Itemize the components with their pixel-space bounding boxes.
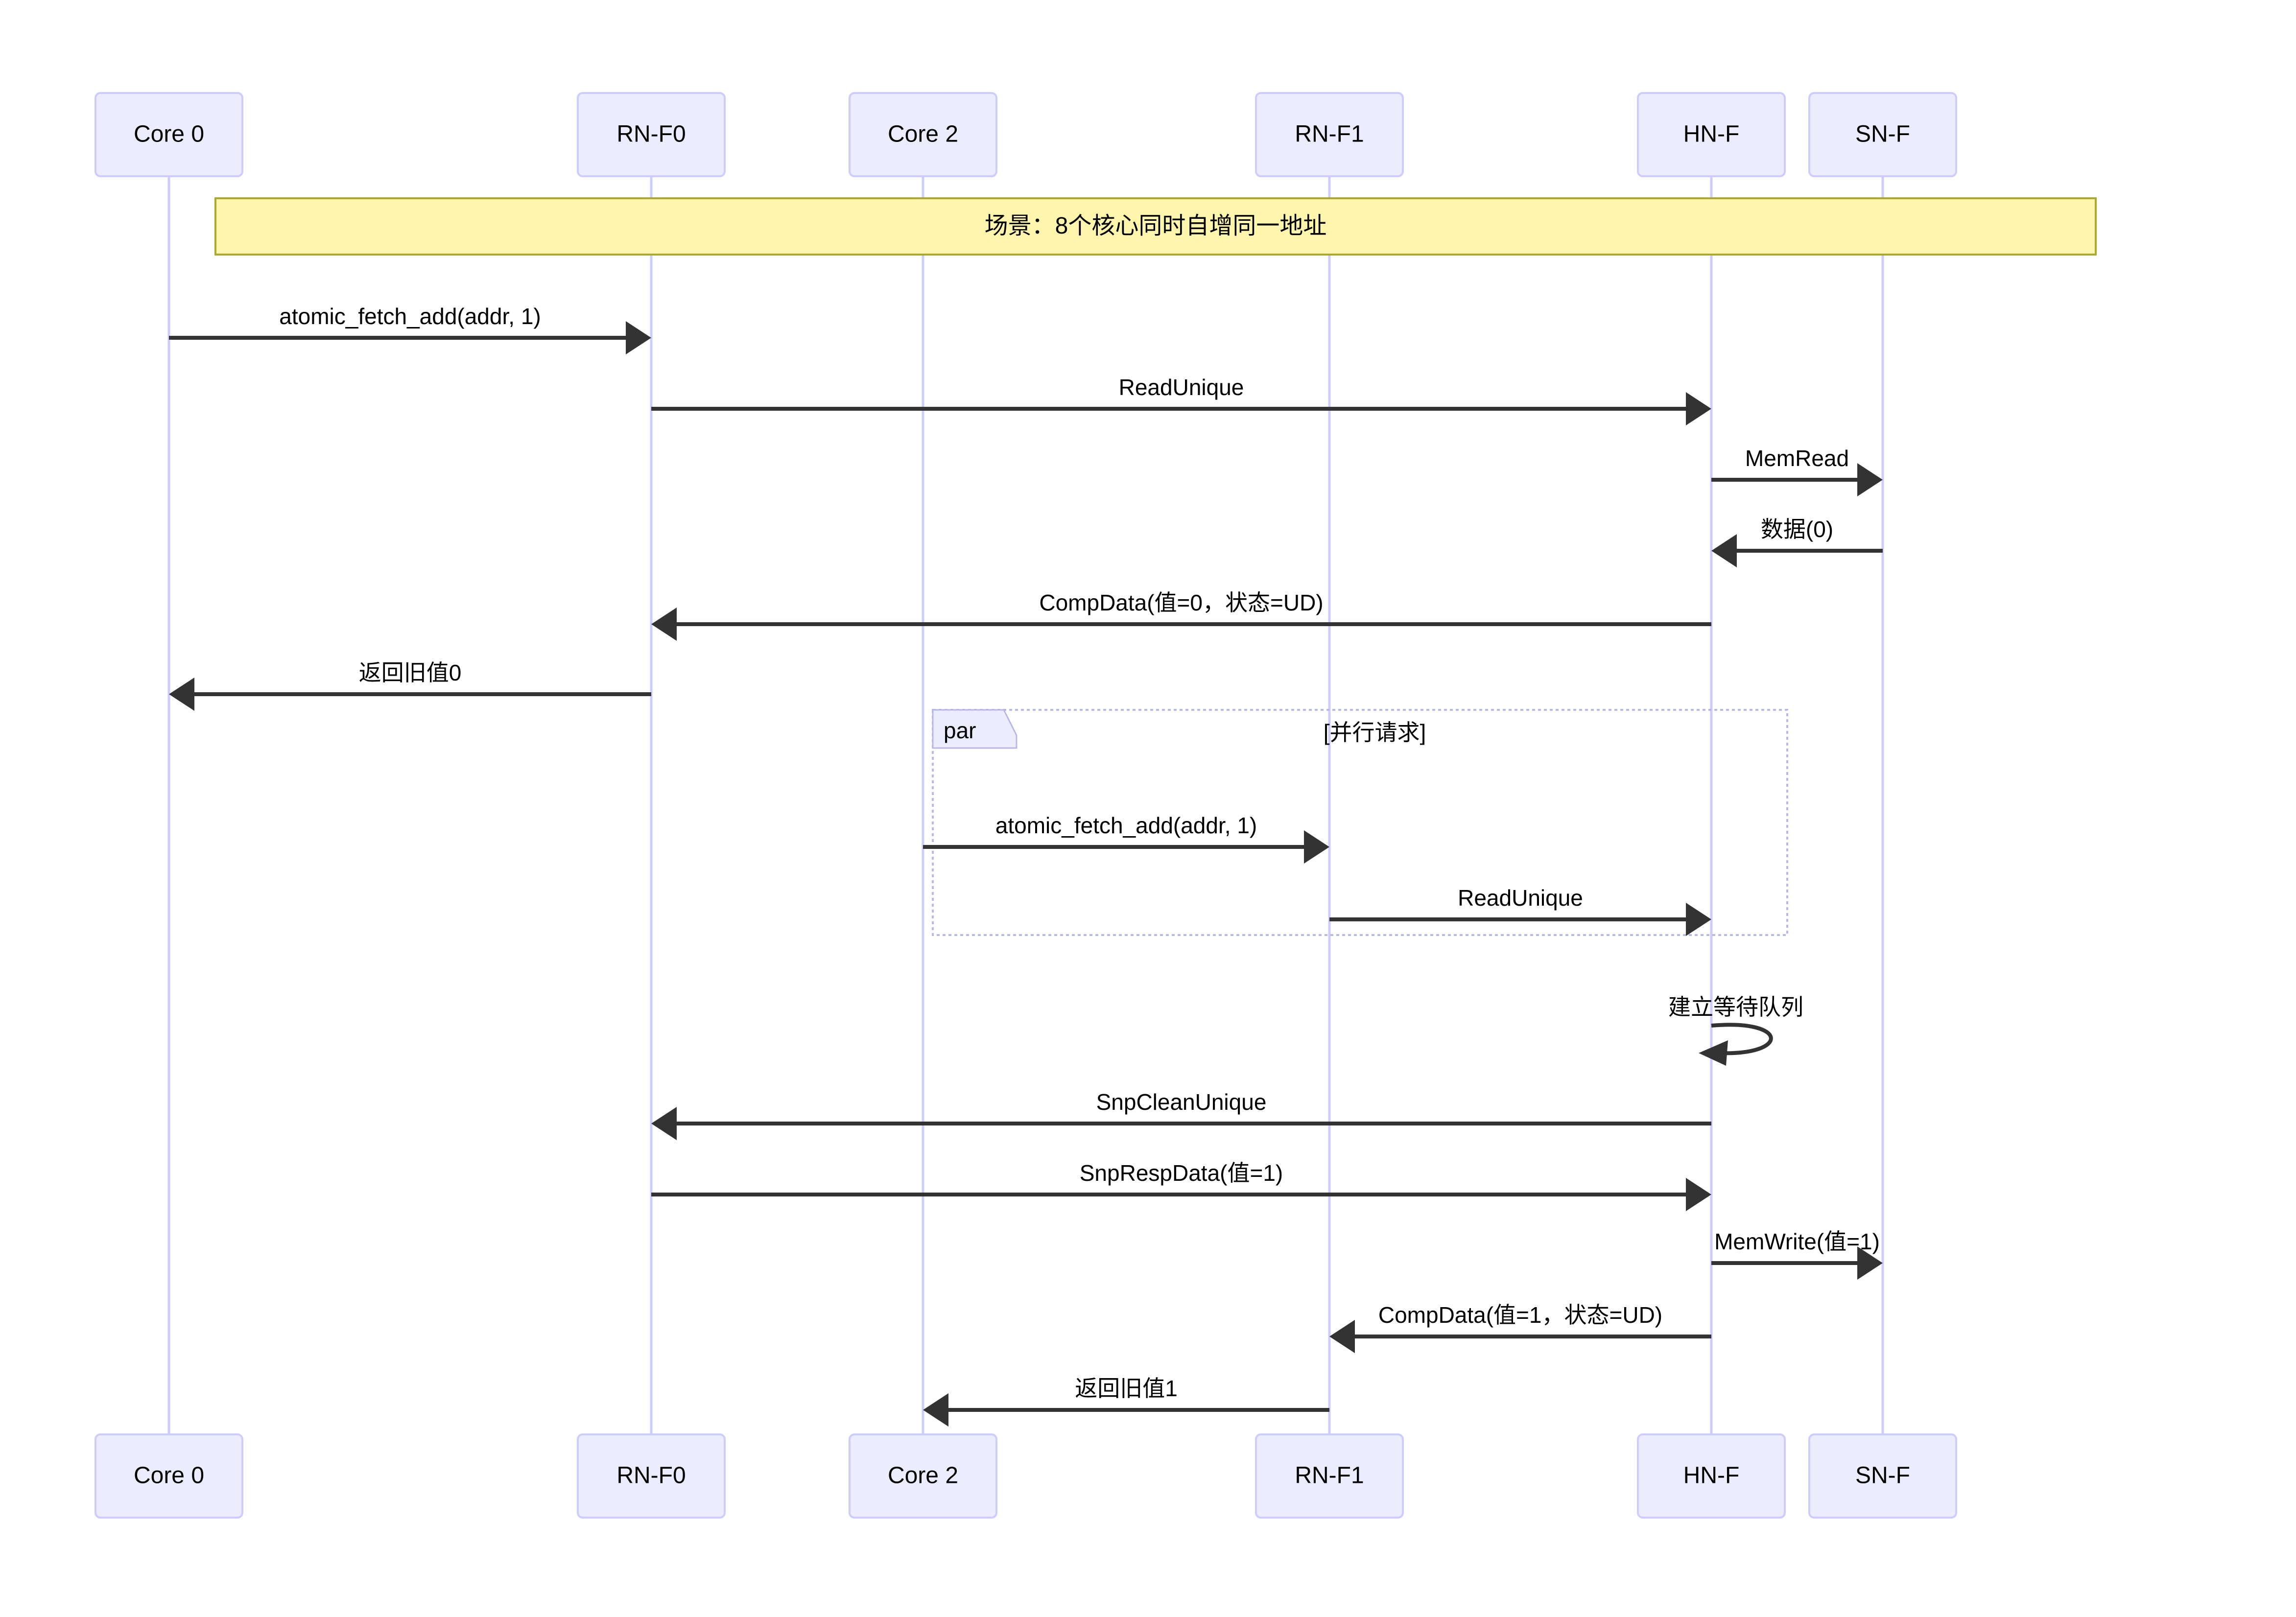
message-arrowhead — [626, 321, 651, 354]
message-label: ReadUnique — [1119, 375, 1244, 400]
message-3[interactable]: MemRead — [1711, 445, 1883, 496]
actor-label-core2-bottom: Core 2 — [888, 1463, 958, 1489]
scenario-note-box — [214, 197, 2097, 256]
par-fragment-group: par [并行请求] — [932, 709, 1788, 936]
actor-label-rnf1-top: RN-F1 — [1295, 121, 1364, 147]
message-4[interactable]: 数据(0) — [1711, 516, 1883, 567]
actor-box-snf-bottom[interactable] — [1808, 1433, 1957, 1519]
actor-label-core0-top: Core 0 — [134, 121, 204, 147]
message-8[interactable]: ReadUnique — [1329, 885, 1711, 936]
actor-box-core2-top[interactable] — [849, 92, 997, 177]
scenario-note-group: 场景：8个核心同时自增同一地址 — [214, 197, 2097, 256]
actor-box-rnf1-bottom[interactable] — [1255, 1433, 1404, 1519]
message-arrowhead — [1329, 1320, 1355, 1353]
message-label: 返回旧值1 — [1075, 1376, 1178, 1401]
message-11[interactable]: SnpRespData(值=1) — [651, 1160, 1711, 1211]
actor-box-core0-bottom[interactable] — [95, 1433, 243, 1519]
message-7[interactable]: atomic_fetch_add(addr, 1) — [923, 813, 1329, 864]
messages-group: atomic_fetch_add(addr, 1)ReadUniqueMemRe… — [169, 304, 1883, 1427]
message-arrowhead — [1857, 463, 1883, 496]
message-10[interactable]: SnpCleanUnique — [651, 1089, 1711, 1140]
actor-box-rnf0-top[interactable] — [577, 92, 726, 177]
actor-label-core0-bottom: Core 0 — [134, 1463, 204, 1489]
actor-box-core2-bottom[interactable] — [849, 1433, 997, 1519]
scenario-note-text: 场景：8个核心同时自增同一地址 — [985, 213, 1327, 239]
message-6[interactable]: 返回旧值0 — [169, 660, 651, 711]
message-2[interactable]: ReadUnique — [651, 375, 1711, 425]
message-arrowhead — [1304, 830, 1329, 864]
lifeline-group — [167, 176, 1884, 1434]
message-self-loop-line — [1711, 1023, 1773, 1055]
message-label: CompData(值=0，状态=UD) — [1039, 590, 1323, 615]
message-5[interactable]: CompData(值=0，状态=UD) — [651, 590, 1711, 641]
par-fragment-box — [932, 709, 1788, 936]
actors-top-group: Core 0 RN-F0 Core 2 RN-F1 HN-F SN-F — [95, 92, 1957, 177]
message-label: 数据(0) — [1761, 516, 1833, 542]
message-arrowhead — [1686, 392, 1711, 425]
actor-box-hnf-top[interactable] — [1637, 92, 1786, 177]
message-arrowhead — [651, 608, 677, 641]
par-fragment-condition: [并行请求] — [1324, 720, 1426, 745]
par-fragment-tab — [932, 709, 1018, 749]
actor-box-rnf0-bottom[interactable] — [577, 1433, 726, 1519]
message-12[interactable]: MemWrite(值=1) — [1711, 1229, 1883, 1280]
message-arrowhead — [169, 678, 194, 711]
actors-bottom-group: Core 0 RN-F0 Core 2 RN-F1 HN-F SN-F — [95, 1433, 1957, 1519]
message-1[interactable]: atomic_fetch_add(addr, 1) — [169, 304, 651, 354]
actor-box-rnf1-top[interactable] — [1255, 92, 1404, 177]
message-label: MemRead — [1745, 445, 1849, 471]
message-arrowhead — [1699, 1040, 1728, 1066]
message-arrowhead — [1686, 1178, 1711, 1211]
message-label: atomic_fetch_add(addr, 1) — [995, 813, 1257, 838]
actor-label-snf-bottom: SN-F — [1855, 1463, 1910, 1489]
message-14[interactable]: 返回旧值1 — [923, 1376, 1329, 1427]
message-arrowhead — [1686, 903, 1711, 936]
message-label: ReadUnique — [1458, 885, 1583, 911]
actor-box-hnf-bottom[interactable] — [1637, 1433, 1786, 1519]
actor-label-rnf0-top: RN-F0 — [616, 121, 686, 147]
message-arrowhead — [1857, 1246, 1883, 1280]
message-13[interactable]: CompData(值=1，状态=UD) — [1329, 1302, 1711, 1353]
message-label: MemWrite(值=1) — [1714, 1229, 1880, 1254]
actor-box-snf-top[interactable] — [1808, 92, 1957, 177]
message-arrowhead — [651, 1107, 677, 1140]
par-fragment-tab-label: par — [944, 718, 976, 743]
message-label: CompData(值=1，状态=UD) — [1378, 1302, 1662, 1328]
message-label: atomic_fetch_add(addr, 1) — [279, 304, 541, 329]
actor-label-rnf0-bottom: RN-F0 — [616, 1463, 686, 1489]
message-label: 返回旧值0 — [359, 660, 462, 685]
message-9[interactable]: 建立等待队列 — [1668, 994, 1803, 1066]
actor-box-core0-top[interactable] — [95, 92, 243, 177]
actor-label-rnf1-bottom: RN-F1 — [1295, 1463, 1364, 1489]
message-arrowhead — [923, 1393, 948, 1427]
message-label: 建立等待队列 — [1668, 994, 1803, 1020]
actor-label-hnf-top: HN-F — [1683, 121, 1740, 147]
actor-label-core2-top: Core 2 — [888, 121, 958, 147]
message-label: SnpCleanUnique — [1096, 1089, 1267, 1115]
actor-label-snf-top: SN-F — [1855, 121, 1910, 147]
actor-label-hnf-bottom: HN-F — [1683, 1463, 1740, 1489]
message-arrowhead — [1711, 534, 1737, 567]
message-label: SnpRespData(值=1) — [1080, 1160, 1283, 1186]
